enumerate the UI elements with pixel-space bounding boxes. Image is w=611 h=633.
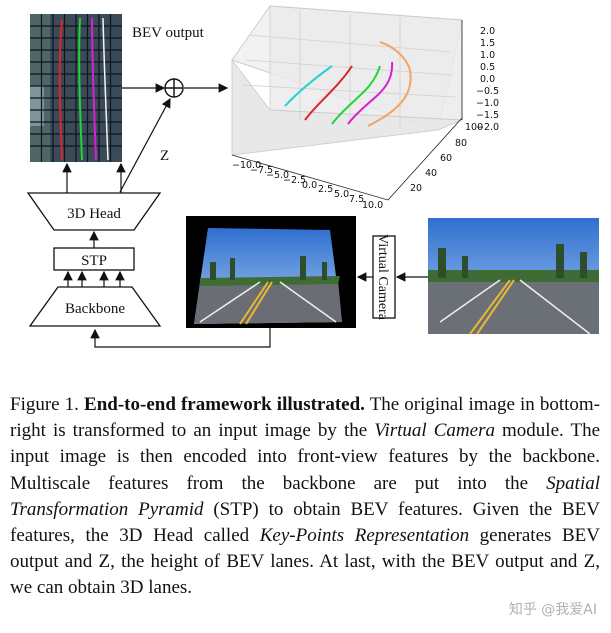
caption-text-2: module. The input image is then encoded …	[10, 420, 601, 494]
lane-green	[331, 65, 381, 125]
caption-text-1: The original image in bottom-right is tr…	[10, 394, 601, 442]
backbone-block	[28, 286, 162, 327]
y-tick: 100	[465, 122, 483, 133]
lane-cyan	[284, 65, 333, 107]
figure-number: Figure 1.	[10, 394, 79, 415]
z-tick: 1.5	[480, 38, 495, 49]
x-tick: 2.5	[318, 184, 333, 195]
z-tick: −0.5	[476, 86, 499, 97]
z-tick: 2.0	[480, 26, 495, 37]
figure-caption: Figure 1. End-to-end framework illustrat…	[10, 392, 600, 602]
x-tick: −7.5	[250, 165, 273, 176]
lane-red	[304, 65, 353, 121]
z-tick-labels: 2.0 1.5 1.0 0.5 0.0 −0.5 −1.0 −1.5 −2.0	[476, 26, 499, 133]
x-tick: 0.0	[302, 180, 317, 191]
z-tick: −1.0	[476, 98, 499, 109]
z-tick: 1.0	[480, 50, 495, 61]
3d-head-block	[26, 192, 162, 231]
caption-text-4: generates BEV output and Z, the height o…	[10, 525, 600, 599]
lane-orange	[367, 41, 412, 127]
x-tick: −5.0	[266, 170, 289, 181]
y-tick: 20	[410, 183, 422, 194]
x-tick: −2.5	[283, 175, 306, 186]
x-tick: 5.0	[334, 189, 349, 200]
caption-stp: Spatial Transformation Pyramid	[10, 472, 601, 520]
x-tick: 7.5	[349, 194, 364, 205]
virtual-camera-label: Virtual Camera	[375, 234, 390, 321]
3d-head-label: 3D Head	[67, 206, 121, 222]
backbone-label: Backbone	[65, 301, 125, 317]
z-tick: −2.0	[476, 122, 499, 133]
caption-kpr: Key-Points Representation	[259, 525, 470, 547]
y-tick: 60	[440, 153, 452, 164]
z-label: Z	[160, 148, 169, 164]
lane-3d-plot	[231, 5, 463, 201]
z-arrow	[119, 97, 171, 193]
stp-label: STP	[81, 253, 107, 269]
input-to-backbone-arrow	[90, 328, 271, 348]
watermark: 知乎 @我爱AI	[508, 602, 597, 618]
z-tick: 0.5	[480, 62, 495, 73]
input-image	[186, 216, 356, 328]
caption-virtual-camera: Virtual Camera	[374, 420, 495, 442]
z-tick: −1.5	[476, 110, 499, 121]
x-tick: −10.0	[232, 160, 261, 171]
x-tick: 10.0	[362, 200, 383, 211]
bev-output-label: BEV output	[132, 25, 205, 41]
y-tick: 40	[425, 168, 437, 179]
framework-diagram: BEV output Z 3D Head STP Backbone Vir	[26, 5, 599, 348]
lane-magenta	[347, 61, 394, 125]
original-image	[428, 218, 599, 335]
bev-output-image	[30, 14, 122, 162]
caption-title: End-to-end framework illustrated.	[84, 394, 365, 415]
y-tick: 80	[455, 138, 467, 149]
y-tick-labels: 20 40 60 80 100	[410, 122, 483, 194]
x-tick-labels: −10.0 −7.5 −5.0 −2.5 0.0 2.5 5.0 7.5 10.…	[232, 160, 383, 211]
caption-text-3: (STP) to obtain BEV features. Given the …	[10, 498, 600, 547]
z-tick: 0.0	[480, 74, 495, 85]
